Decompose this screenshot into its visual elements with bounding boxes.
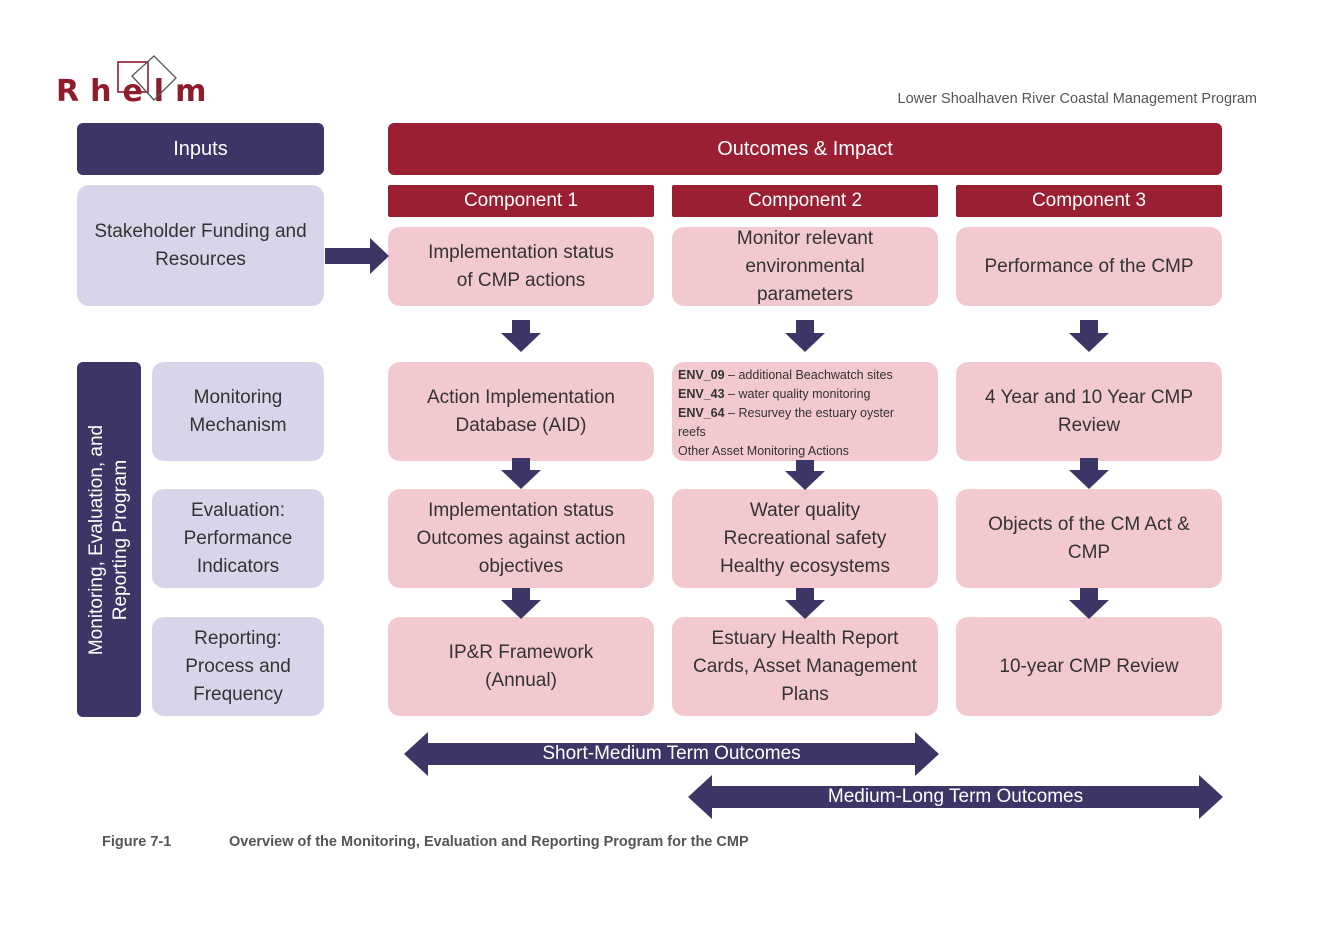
reporting-label: Reporting: Process and Frequency bbox=[152, 617, 324, 716]
component-2-objective: Monitor relevant environmental parameter… bbox=[672, 227, 938, 306]
inputs-header: Inputs bbox=[77, 123, 324, 175]
figure-label: Figure 7-1 bbox=[102, 834, 172, 850]
evaluation-label: Evaluation: Performance Indicators bbox=[152, 489, 324, 588]
down-arrow-icon bbox=[785, 460, 825, 490]
down-arrow-icon bbox=[1069, 320, 1109, 352]
c3-evaluation-box: Objects of the CM Act & CMP bbox=[956, 489, 1222, 588]
c1-monitoring-box: Action Implementation Database (AID) bbox=[388, 362, 654, 461]
right-arrow-icon bbox=[325, 238, 389, 274]
c3-monitoring-box: 4 Year and 10 Year CMP Review bbox=[956, 362, 1222, 461]
c2-monitoring-box: ENV_09 – additional Beachwatch sites ENV… bbox=[672, 362, 938, 461]
down-arrow-icon bbox=[501, 458, 541, 489]
env-item: ENV_43 – water quality monitoring bbox=[678, 387, 871, 401]
component-3-header: Component 3 bbox=[956, 185, 1222, 217]
down-arrow-icon bbox=[1069, 588, 1109, 619]
env-item: ENV_64 – Resurvey the estuary oyster bbox=[678, 406, 895, 420]
down-arrow-icon bbox=[785, 588, 825, 619]
rhelm-logo: Rhelm bbox=[56, 54, 226, 114]
medium-long-range-arrow bbox=[688, 775, 1223, 819]
component-3-objective: Performance of the CMP bbox=[956, 227, 1222, 306]
document-title: Lower Shoalhaven River Coastal Managemen… bbox=[897, 91, 1257, 107]
c1-reporting-box: IP&R Framework (Annual) bbox=[388, 617, 654, 716]
down-arrow-icon bbox=[1069, 458, 1109, 489]
stakeholder-funding-box: Stakeholder Funding and Resources bbox=[77, 185, 324, 306]
short-medium-term-label: Short-Medium Term Outcomes bbox=[542, 743, 801, 764]
c2-reporting-box: Estuary Health Report Cards, Asset Manag… bbox=[672, 617, 938, 716]
c3-reporting-box: 10-year CMP Review bbox=[956, 617, 1222, 716]
outcomes-header: Outcomes & Impact bbox=[388, 123, 1222, 175]
c2-evaluation-box: Water quality Recreational safety Health… bbox=[672, 489, 938, 588]
down-arrow-icon bbox=[501, 588, 541, 619]
down-arrow-icon bbox=[785, 320, 825, 352]
c1-evaluation-box: Implementation status Outcomes against a… bbox=[388, 489, 654, 588]
env-item: ENV_09 – additional Beachwatch sites bbox=[678, 368, 893, 382]
component-2-header: Component 2 bbox=[672, 185, 938, 217]
component-1-header: Component 1 bbox=[388, 185, 654, 217]
down-arrow-icon bbox=[501, 320, 541, 352]
env-other-actions: Other Asset Monitoring Actions bbox=[678, 444, 849, 458]
env-item-continuation: reefs bbox=[678, 425, 706, 439]
monitoring-mechanism-label: Monitoring Mechanism bbox=[152, 362, 324, 461]
merp-vertical-bar: Monitoring, Evaluation, and Reporting Pr… bbox=[77, 362, 141, 717]
medium-long-term-label: Medium-Long Term Outcomes bbox=[827, 786, 1084, 807]
logo-mark-icon bbox=[117, 55, 177, 101]
figure-caption: Overview of the Monitoring, Evaluation a… bbox=[229, 834, 749, 850]
short-medium-range-arrow bbox=[404, 732, 939, 776]
component-1-objective: Implementation status of CMP actions bbox=[388, 227, 654, 306]
